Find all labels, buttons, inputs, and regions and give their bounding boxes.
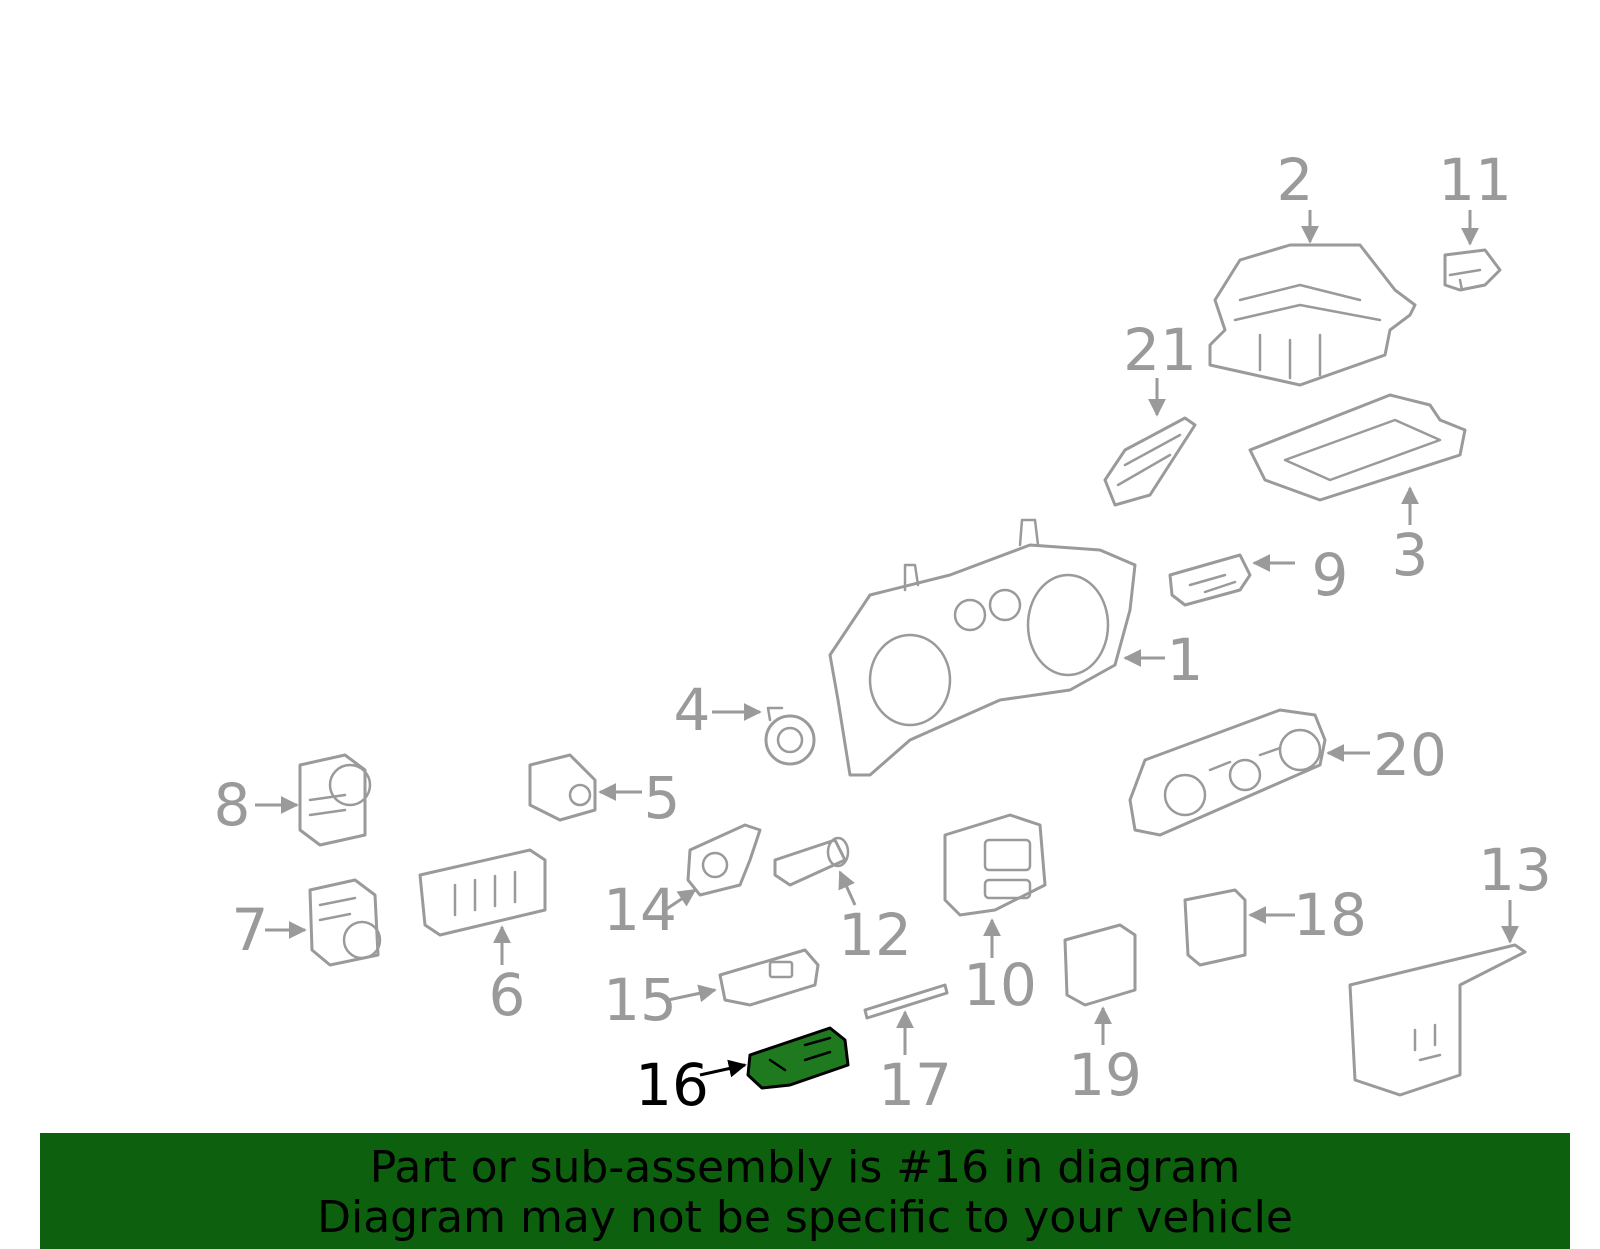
callout-6: 6: [489, 925, 526, 1029]
svg-text:3: 3: [1392, 521, 1429, 589]
svg-text:15: 15: [603, 966, 677, 1034]
callout-11: 11: [1438, 146, 1512, 246]
callout-21: 21: [1123, 316, 1197, 417]
svg-text:10: 10: [963, 951, 1037, 1019]
part-14-bezel[interactable]: [686, 823, 762, 897]
part-3-tray[interactable]: [1248, 393, 1467, 502]
callout-7: 7: [232, 896, 307, 964]
part-6-switch-bank[interactable]: [418, 848, 547, 937]
part-13-outlet[interactable]: [1348, 943, 1527, 1097]
callout-16: 16: [635, 1051, 747, 1119]
callout-18: 18: [1248, 881, 1367, 949]
part-5-switch[interactable]: [528, 753, 597, 822]
callout-20: 20: [1326, 721, 1447, 789]
part-1-instrument-cluster[interactable]: [828, 518, 1137, 777]
svg-text:21: 21: [1123, 316, 1197, 384]
svg-text:20: 20: [1373, 721, 1447, 789]
svg-text:7: 7: [232, 896, 269, 964]
callout-14: 14: [603, 876, 697, 944]
part-4-knob[interactable]: [764, 706, 816, 766]
callout-9: 9: [1252, 541, 1349, 609]
banner-line-part-number: Part or sub-assembly is #16 in diagram: [369, 1142, 1241, 1193]
svg-text:14: 14: [603, 876, 677, 944]
part-18-cover[interactable]: [1183, 888, 1247, 967]
svg-text:18: 18: [1293, 881, 1367, 949]
svg-text:2: 2: [1277, 146, 1314, 214]
part-7-switch[interactable]: [308, 878, 382, 967]
callout-10: 10: [963, 918, 1037, 1019]
callout-8: 8: [214, 771, 299, 839]
svg-text:1: 1: [1167, 626, 1204, 694]
svg-text:17: 17: [878, 1051, 952, 1119]
part-15-switch[interactable]: [718, 948, 820, 1007]
banner-line-disclaimer: Diagram may not be specific to your vehi…: [317, 1192, 1293, 1243]
part-21-bracket[interactable]: [1103, 416, 1197, 507]
callout-2: 2: [1277, 146, 1319, 244]
svg-text:11: 11: [1438, 146, 1512, 214]
svg-text:9: 9: [1312, 541, 1349, 609]
callout-3: 3: [1392, 486, 1429, 589]
svg-text:13: 13: [1478, 836, 1552, 904]
svg-text:6: 6: [489, 961, 526, 1029]
callout-19: 19: [1068, 1006, 1142, 1109]
svg-text:8: 8: [214, 771, 251, 839]
part-20-climate-control[interactable]: [1128, 708, 1327, 837]
callout-17: 17: [878, 1010, 952, 1119]
part-17-trim-strip[interactable]: [863, 983, 949, 1020]
callout-5: 5: [598, 764, 681, 832]
callout-12: 12: [838, 870, 912, 969]
part-9-switch[interactable]: [1168, 553, 1252, 607]
part-16-highlighted[interactable]: [746, 1026, 850, 1090]
part-2-module[interactable]: [1208, 243, 1417, 387]
svg-text:16: 16: [635, 1051, 709, 1119]
part-8-switch[interactable]: [298, 753, 372, 847]
part-19-module[interactable]: [1063, 923, 1137, 1007]
part-11-clip[interactable]: [1443, 248, 1502, 292]
svg-text:12: 12: [838, 901, 912, 969]
callout-4: 4: [674, 676, 762, 744]
part-10-control-module[interactable]: [943, 813, 1047, 917]
info-banner: Part or sub-assembly is #16 in diagram D…: [40, 1133, 1570, 1249]
svg-text:5: 5: [644, 764, 681, 832]
callout-1: 1: [1123, 626, 1204, 694]
svg-text:4: 4: [674, 676, 711, 744]
svg-text:19: 19: [1068, 1041, 1142, 1109]
callout-15: 15: [603, 966, 717, 1034]
part-12-socket[interactable]: [773, 836, 850, 887]
callout-13: 13: [1478, 836, 1552, 944]
